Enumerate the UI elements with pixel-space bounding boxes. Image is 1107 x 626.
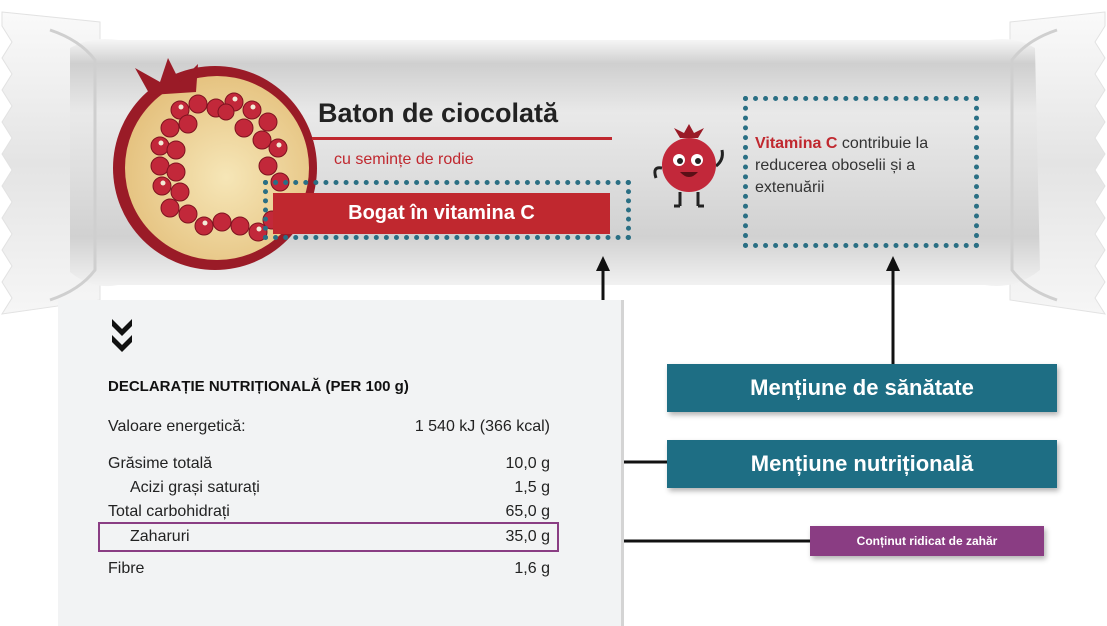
health-claim-text: Vitamina C contribuie la reducerea obose… <box>755 133 967 199</box>
nutrition-label: Zaharuri <box>130 528 190 545</box>
double-chevron-down-icon <box>112 319 132 352</box>
nutrition-value: 35,0 g <box>505 528 550 545</box>
product-title: Baton de ciocolată <box>318 98 559 128</box>
nutrition-claim-banner: Bogat în vitamina C <box>273 193 610 234</box>
nutrition-claim-highlight-box <box>263 180 631 240</box>
pomegranate-mascot-icon <box>653 124 724 208</box>
nutrition-value: 65,0 g <box>505 503 550 520</box>
title-underline <box>312 137 612 140</box>
nutrition-label: Valoare energetică: <box>108 418 246 435</box>
nutrition-value: 1 540 kJ (366 kcal) <box>414 418 550 435</box>
nutrition-value: 1,6 g <box>514 560 550 577</box>
nutrition-table-title: DECLARAȚIE NUTRIȚIONALĂ (PER 100 g) <box>108 378 409 395</box>
product-subtitle: cu semințe de rodie <box>334 151 474 168</box>
health-claim-highlight: Vitamina C <box>755 135 838 152</box>
sugar-highlight-box <box>98 522 559 552</box>
health-claim-label: Mențiune de sănătate <box>667 364 1057 412</box>
nutrition-value: 1,5 g <box>514 479 550 496</box>
health-claim-body: contribuie la reducerea oboselii și a ex… <box>755 135 929 196</box>
nutrition-value: 10,0 g <box>505 455 550 472</box>
nutrition-claim-label: Mențiune nutrițională <box>667 440 1057 488</box>
nutrition-label: Fibre <box>108 560 145 577</box>
nutrition-label: Acizi grași saturați <box>130 479 260 496</box>
health-claim-highlight-box <box>743 96 979 248</box>
high-sugar-label: Conținut ridicat de zahăr <box>810 526 1044 556</box>
nutrition-label: Total carbohidrați <box>108 503 230 520</box>
nutrition-label-sheet <box>58 300 624 626</box>
nutrition-label: Grăsime totală <box>108 455 213 472</box>
